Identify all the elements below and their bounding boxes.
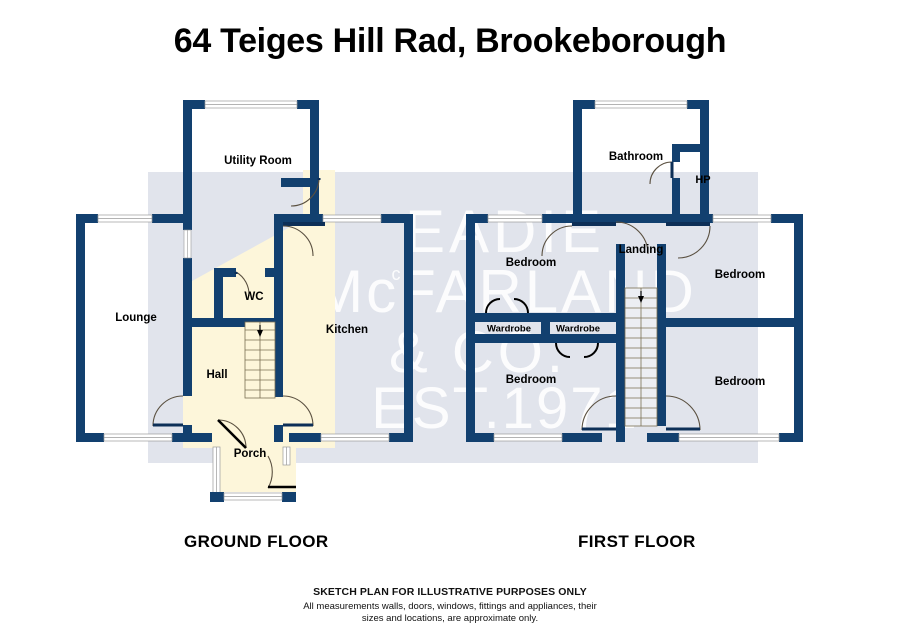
page-title: 64 Teiges Hill Rad, Brookeborough (173, 22, 727, 60)
label-bathroom: Bathroom (609, 151, 663, 163)
label-utility-room: Utility Room (224, 155, 292, 167)
label-bedroom-front-left: Bedroom (506, 257, 556, 269)
first-doors (485, 161, 711, 431)
label-wc: WC (244, 291, 263, 303)
label-hall: Hall (206, 369, 227, 381)
label-porch: Porch (234, 448, 267, 460)
ground-floor-plan: Utility Room Lounge WC Kitchen Hall Porc… (76, 100, 413, 502)
first-staircase (624, 287, 658, 427)
footer-disclaimer-line-2: sizes and locations, are approximate onl… (361, 613, 539, 624)
room-bathroom (573, 100, 709, 222)
label-hp: HP (695, 174, 710, 186)
ground-staircase (244, 321, 276, 399)
room-utility (183, 100, 319, 222)
first-floor-caption: FIRST FLOOR (578, 532, 696, 551)
watermark-superscript: c (392, 264, 401, 284)
watermark-line-1: EADIE (405, 198, 605, 265)
label-bedroom-rear-left: Bedroom (506, 374, 556, 386)
label-wardrobe-right: Wardrobe (556, 324, 600, 335)
first-floor-plan: Bathroom HP Landing Bedroom Bedroom Bedr… (466, 100, 803, 442)
label-kitchen: Kitchen (326, 324, 368, 336)
label-landing: Landing (619, 244, 664, 256)
label-wardrobe-left: Wardrobe (487, 324, 531, 335)
first-internal-walls (475, 214, 803, 442)
watermark-line-3: & CO. (389, 320, 567, 385)
label-bedroom-rear-right: Bedroom (715, 376, 765, 388)
footer-disclaimer-heading: SKETCH PLAN FOR ILLUSTRATIVE PURPOSES ON… (313, 586, 587, 598)
ground-internal-walls (183, 178, 325, 442)
first-outer-walls (466, 214, 803, 442)
room-porch-structure (210, 446, 296, 502)
ground-floor-caption: GROUND FLOOR (184, 532, 329, 551)
label-lounge: Lounge (115, 312, 157, 324)
ground-doors (152, 177, 321, 489)
footer-disclaimer-line-1: All measurements walls, doors, windows, … (303, 601, 597, 612)
label-bedroom-front-right: Bedroom (715, 269, 765, 281)
ground-outer-walls (76, 214, 413, 442)
